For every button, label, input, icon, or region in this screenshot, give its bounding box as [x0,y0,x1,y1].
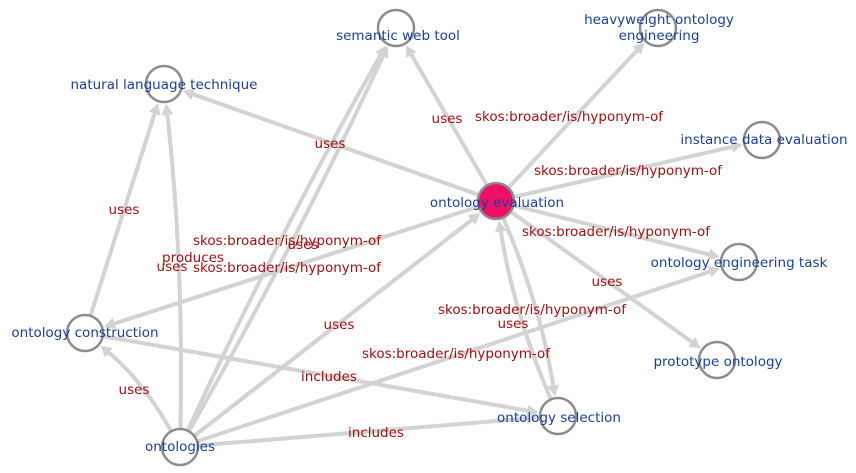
node-label-ontologies[interactable]: ontologies [145,439,215,455]
nodes-layer [65,8,782,467]
edge-arrowhead [375,45,387,58]
edge-label: skos:broader/is/hyponym-of [193,260,382,276]
edge-label: skos:broader/is/hyponym-of [362,346,551,362]
node-label-instance-data-evaluation[interactable]: instance data evaluation [680,132,847,148]
edge-label: includes [301,369,357,385]
node-label-natural-language-technique[interactable]: natural language technique [70,77,257,93]
edge-arrowhead [494,220,507,233]
edge-arrowhead [730,141,743,153]
edge-arrowhead [467,213,481,225]
edge-arrowhead [526,404,539,417]
edge-label: uses [157,259,188,275]
node-natural-language-technique[interactable] [144,64,184,104]
node-label-ontology-evaluation[interactable]: ontology evaluation [430,195,564,211]
edge-ontology-evaluation-to-prototype-ontology [507,208,694,344]
edge-label: uses [498,316,529,332]
edge-ontologies-to-ontology-selection [195,416,528,448]
edge-label: uses [119,382,150,398]
edge-ontologies-to-ontology-construction [107,351,174,434]
edge-arrowhead [148,103,161,116]
edge-arrowhead [161,103,174,116]
edge-label: produces [162,250,224,266]
edge-ontology-evaluation-to-ontology-selection [500,214,556,386]
edge-arrowhead [688,337,701,349]
edge-arrowhead [182,88,196,100]
node-ontology-engineering-task[interactable] [719,242,759,282]
edge-ontology-evaluation-to-semantic-web-tool [409,53,490,189]
edge-arrowhead [406,45,417,58]
node-label-prototype-ontology[interactable]: prototype ontology [653,354,782,370]
edges-layer [87,42,743,448]
edge-ontologies-to-semantic-web-tool [186,55,385,435]
edge-ontology-evaluation-to-ontology-construction [113,203,482,326]
edge-label: skos:broader/is/hyponym-of [193,233,382,249]
edge-ontology-evaluation-to-heavyweight-ontology-engineering [505,49,639,191]
node-label-ontology-selection[interactable]: ontology selection [497,410,621,426]
edge-label: includes [348,425,404,441]
edge-label: uses [288,237,319,253]
edge-label: uses [432,111,463,127]
node-ontologies[interactable] [160,427,200,467]
node-instance-data-evaluation[interactable] [742,120,782,160]
edge-label: skos:broader/is/hyponym-of [438,302,627,318]
node-label-ontology-construction[interactable]: ontology construction [11,325,158,341]
edge-ontology-construction-to-ontology-selection [100,333,528,413]
edge-label: uses [315,136,346,152]
edge-label: skos:broader/is/hyponym-of [475,109,664,125]
node-ontology-selection[interactable] [538,396,578,436]
edge-ontology-selection-to-ontology-evaluation [498,231,554,403]
node-ontology-evaluation[interactable] [476,181,516,221]
edge-arrowhead [632,42,645,55]
edge-arrowhead [526,412,539,425]
edge-ontology-evaluation-to-instance-data-evaluation [511,144,733,200]
edge-ontology-evaluation-to-ontology-engineering-task [511,202,710,257]
edge-ontologies-to-ontology-engineering-task [194,269,711,444]
node-label-semantic-web-tool[interactable]: semantic web tool [336,28,460,44]
edge-label: uses [592,274,623,290]
edge-arrowhead [547,384,560,397]
edge-label: uses [324,317,355,333]
node-labels-layer: ontology evaluation semantic web tool heav… [11,12,847,455]
edge-arrowhead [707,266,721,278]
node-semantic-web-tool[interactable] [376,8,416,48]
edge-arrowhead [100,345,113,358]
node-prototype-ontology[interactable] [697,340,737,380]
edge-ontologies-to-natural-language-technique [165,114,184,432]
edge-ontologies-to-semantic-web-tool [184,53,383,434]
node-heavyweight-ontology-engineering[interactable] [638,8,678,48]
edge-label: skos:broader/is/hyponym-of [522,224,711,240]
edge-arrowhead [707,248,720,261]
edge-label: uses [109,202,140,218]
edge-arrowhead [104,317,117,330]
edge-ontologies-to-ontology-evaluation [191,218,473,439]
node-ontology-construction[interactable] [65,313,105,353]
edge-label: skos:broader/is/hyponym-of [534,163,723,179]
node-label-ontology-engineering-task[interactable]: ontology engineering task [651,255,828,271]
edge-ontology-construction-to-natural-language-technique [87,112,157,319]
